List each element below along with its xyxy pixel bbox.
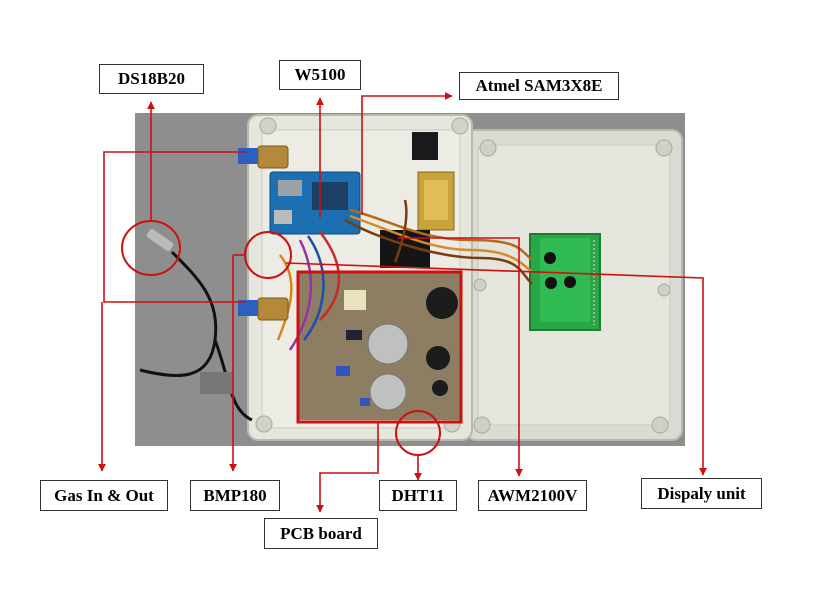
- controller-board: [269, 171, 361, 235]
- label-dht11: DHT11: [379, 480, 457, 511]
- pcb-highlight: [296, 270, 463, 424]
- pcb-board: [298, 272, 460, 420]
- label-w5100: W5100: [279, 60, 361, 90]
- label-ds18b20: DS18B20: [99, 64, 204, 94]
- lcd-display: [529, 233, 601, 331]
- label-pcb-board: PCB board: [264, 518, 378, 549]
- transformer: [380, 132, 455, 268]
- label-awm2100v: AWM2100V: [478, 480, 587, 511]
- wiring: [276, 199, 533, 351]
- label-bmp180: BMP180: [190, 480, 280, 511]
- label-gas-in-out: Gas In & Out: [40, 480, 168, 511]
- ds18b20-probe: [139, 229, 253, 422]
- label-atmel-sam3x8e: Atmel SAM3X8E: [459, 72, 619, 100]
- label-display-unit: Dispaly unit: [641, 478, 762, 509]
- leader-lines: [98, 92, 707, 513]
